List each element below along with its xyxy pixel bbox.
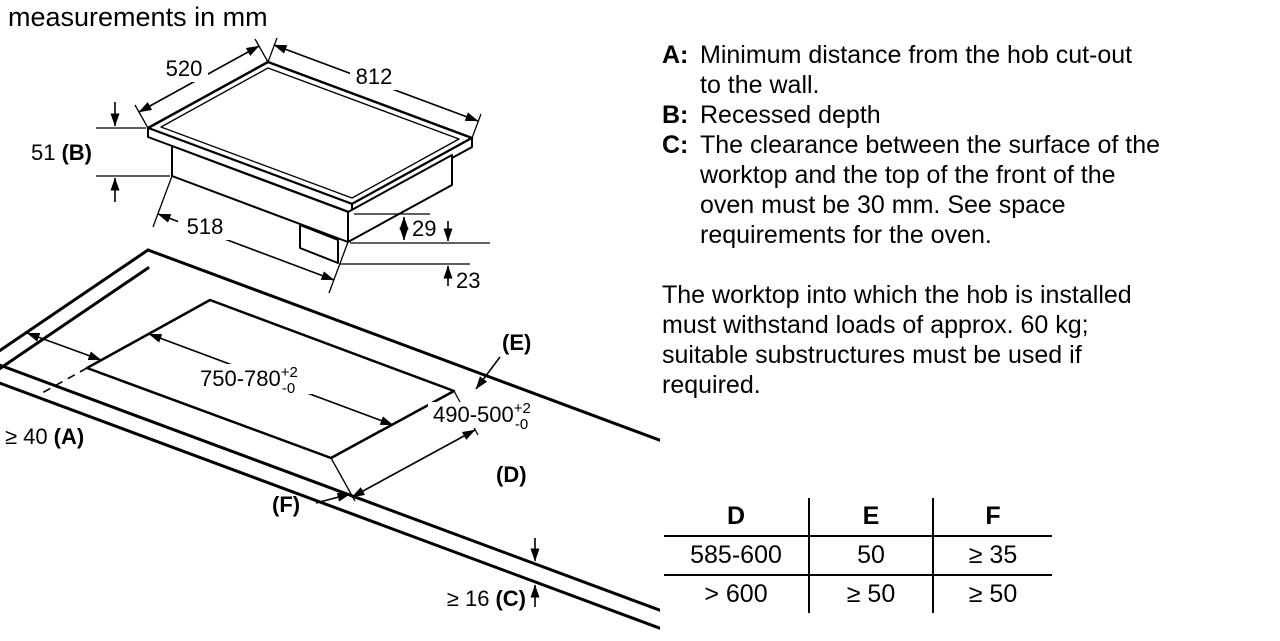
clearance-d-label: (D)	[496, 462, 527, 487]
alignment-dashed-line	[41, 367, 88, 394]
note-b-text: Recessed depth	[700, 101, 881, 129]
dim-518-label: 518	[187, 214, 224, 239]
worktop-back-edge	[146, 248, 660, 442]
label-e: (E)	[475, 330, 531, 390]
clearance-a-label: ≥ 40(A)	[5, 424, 84, 449]
table-header-d: D	[664, 498, 809, 537]
dim-812-label: 812	[356, 64, 393, 89]
page-title: measurements in mm	[8, 2, 268, 32]
cutout-width-label: 750-780+2-0	[200, 364, 298, 397]
installation-diagram: 520 812 51(B) 518 29 23 75	[0, 37, 660, 630]
thickness-c-label: ≥ 16(C)	[447, 586, 526, 611]
table-cell-d2: > 600	[704, 580, 768, 608]
worktop-outline	[0, 248, 660, 630]
dim-51-recess: 51(B)	[31, 102, 170, 202]
note-a-key: A:	[662, 41, 689, 69]
dimension-table: D E F 585-600 50 ≥ 35 > 600 ≥ 50 ≥ 50	[664, 498, 1052, 613]
dim-thickness-c: ≥ 16(C)	[447, 538, 540, 611]
note-c-text: The clearance between the surface of the…	[700, 131, 1161, 249]
dim-51-label: 51(B)	[31, 140, 92, 165]
label-f: (F)	[272, 492, 351, 517]
table-row: > 600 ≥ 50 ≥ 50	[664, 575, 1052, 613]
dim-wall-clearance-a: ≥ 40(A)	[5, 332, 102, 449]
dim-29-label: 29	[412, 216, 436, 241]
note-c: C: The clearance between the surface of …	[662, 130, 1248, 250]
worktop-front-edge-bottom	[0, 381, 660, 630]
table-cell-f2: ≥ 50	[932, 575, 1052, 613]
table-header-e: E	[808, 498, 933, 537]
worktop-left-cut-bottom	[0, 266, 150, 371]
dim-23-label: 23	[456, 268, 480, 293]
worktop-load-note: The worktop into which the hob is instal…	[662, 281, 1132, 399]
table-cell-f1: ≥ 35	[932, 536, 1052, 576]
table-cell-e1: 50	[808, 536, 933, 576]
note-c-key: C:	[662, 131, 689, 159]
dim-520-label: 520	[166, 56, 203, 81]
label-d: (D)	[496, 462, 527, 487]
table-row: 585-600 50 ≥ 35	[664, 536, 1052, 576]
dim-812: 812	[267, 37, 482, 139]
note-a: A: Minimum distance from the hob cut-out…	[662, 40, 1248, 100]
table-header-row: D E F	[664, 498, 1052, 537]
hob-body-right	[347, 154, 453, 243]
clearance-e-label: (E)	[502, 330, 531, 355]
note-a-text: Minimum distance from the hob cut-out to…	[700, 41, 1133, 99]
worktop-front-edge-top	[0, 363, 660, 612]
dim-29-23: 29 23	[340, 213, 490, 293]
legend-panel: A: Minimum distance from the hob cut-out…	[662, 40, 1248, 613]
dim-520: 520	[134, 38, 269, 129]
cutout-depth-label: 490-500+2-0	[433, 400, 531, 433]
note-b-key: B:	[662, 101, 689, 129]
clearance-f-label: (F)	[272, 492, 300, 517]
dim-cutout-depth: 490-500+2-0	[330, 390, 550, 502]
table-header-f: F	[932, 498, 1052, 537]
dim-518: 518	[152, 175, 349, 294]
worktop-left-cut-top	[0, 248, 150, 353]
table-cell-e2: ≥ 50	[808, 575, 933, 613]
table-cell-d1: 585-600	[664, 536, 809, 576]
note-b: B: Recessed depth	[662, 100, 1248, 130]
dim-cutout-width: 750-780+2-0	[148, 333, 394, 426]
